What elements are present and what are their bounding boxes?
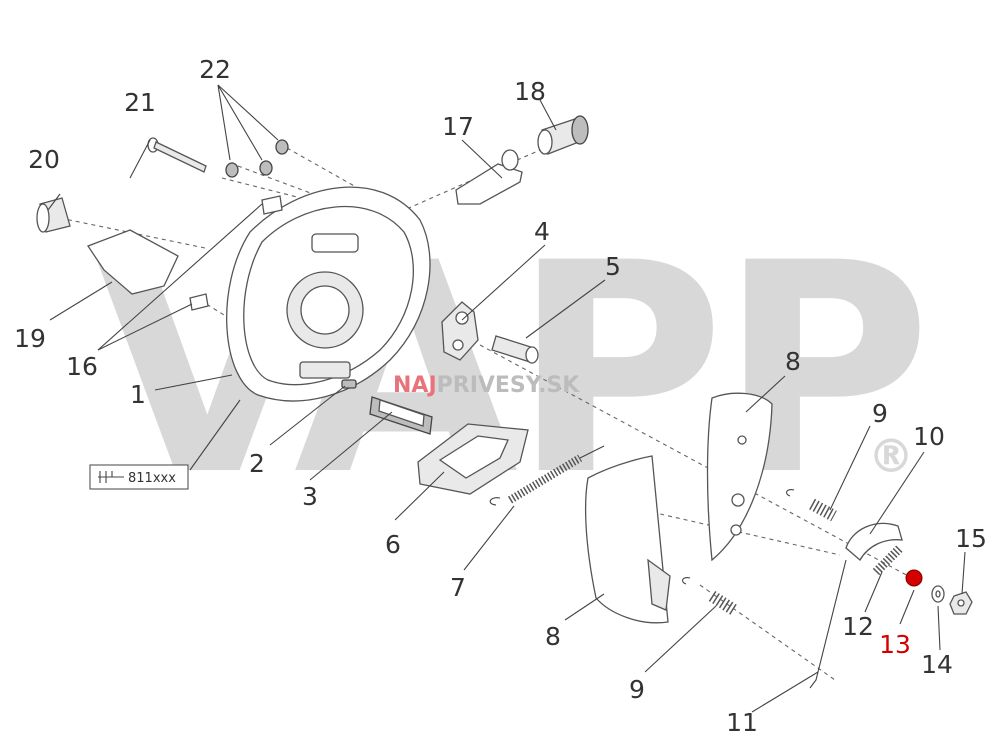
nut-set xyxy=(225,139,289,178)
callout-3: 3 xyxy=(302,482,318,511)
bushing xyxy=(36,197,71,233)
spring-retainer xyxy=(341,379,357,389)
return-spring xyxy=(489,445,605,506)
callout-11: 11 xyxy=(726,708,758,737)
callout-numbers: 1 2 3 4 5 6 7 8 8 9 9 10 11 12 13 14 15 … xyxy=(14,55,987,737)
code-box-label: 811xxx xyxy=(128,471,176,486)
slide-bar xyxy=(369,396,433,435)
cover-plate xyxy=(87,229,179,295)
backing-plate xyxy=(226,186,431,402)
watermark-brand: VAPP xyxy=(95,202,925,539)
callout-22: 22 xyxy=(199,55,231,84)
callout-1: 1 xyxy=(130,380,146,409)
adjuster-wheel xyxy=(537,115,589,155)
callout-19: 19 xyxy=(14,324,46,353)
rod xyxy=(809,559,847,689)
leader-lines xyxy=(47,84,966,713)
callout-21: 21 xyxy=(124,88,156,117)
callout-9-upper: 9 xyxy=(872,399,888,428)
code-box: 811xxx xyxy=(89,464,189,490)
washer xyxy=(931,585,945,603)
callout-12: 12 xyxy=(842,612,874,641)
callout-20: 20 xyxy=(28,145,60,174)
callout-13: 13 xyxy=(879,630,911,659)
clip-lower xyxy=(189,293,209,311)
callout-8-front: 8 xyxy=(545,622,561,651)
callout-8-rear: 8 xyxy=(785,347,801,376)
clip-upper xyxy=(261,195,283,215)
callout-9-lower: 9 xyxy=(629,675,645,704)
brake-shoe-rear xyxy=(706,392,773,562)
nut xyxy=(949,591,973,615)
callout-10: 10 xyxy=(913,422,945,451)
callout-14: 14 xyxy=(921,650,953,679)
adjuster-lever xyxy=(845,522,903,562)
lever xyxy=(441,301,479,361)
site-name: NAJPRIVESY.SK xyxy=(393,373,580,398)
expander-block xyxy=(417,423,529,495)
brake-shoe-front xyxy=(584,455,671,624)
callout-6: 6 xyxy=(385,530,401,559)
adjuster-spring xyxy=(872,544,904,576)
small-spring-lower xyxy=(681,577,738,616)
highlighted-ring xyxy=(905,569,923,587)
callout-15: 15 xyxy=(955,524,987,553)
small-spring-upper xyxy=(785,489,837,522)
callout-4: 4 xyxy=(534,217,550,246)
pin xyxy=(491,335,539,364)
callout-2: 2 xyxy=(249,449,265,478)
bracket xyxy=(455,149,523,205)
callout-5: 5 xyxy=(605,252,621,281)
watermark-registered-mark: ® xyxy=(868,429,914,483)
callout-18: 18 xyxy=(514,77,546,106)
bolt xyxy=(147,137,207,173)
callout-17: 17 xyxy=(442,112,474,141)
callout-16: 16 xyxy=(66,352,98,381)
callout-7: 7 xyxy=(450,573,466,602)
